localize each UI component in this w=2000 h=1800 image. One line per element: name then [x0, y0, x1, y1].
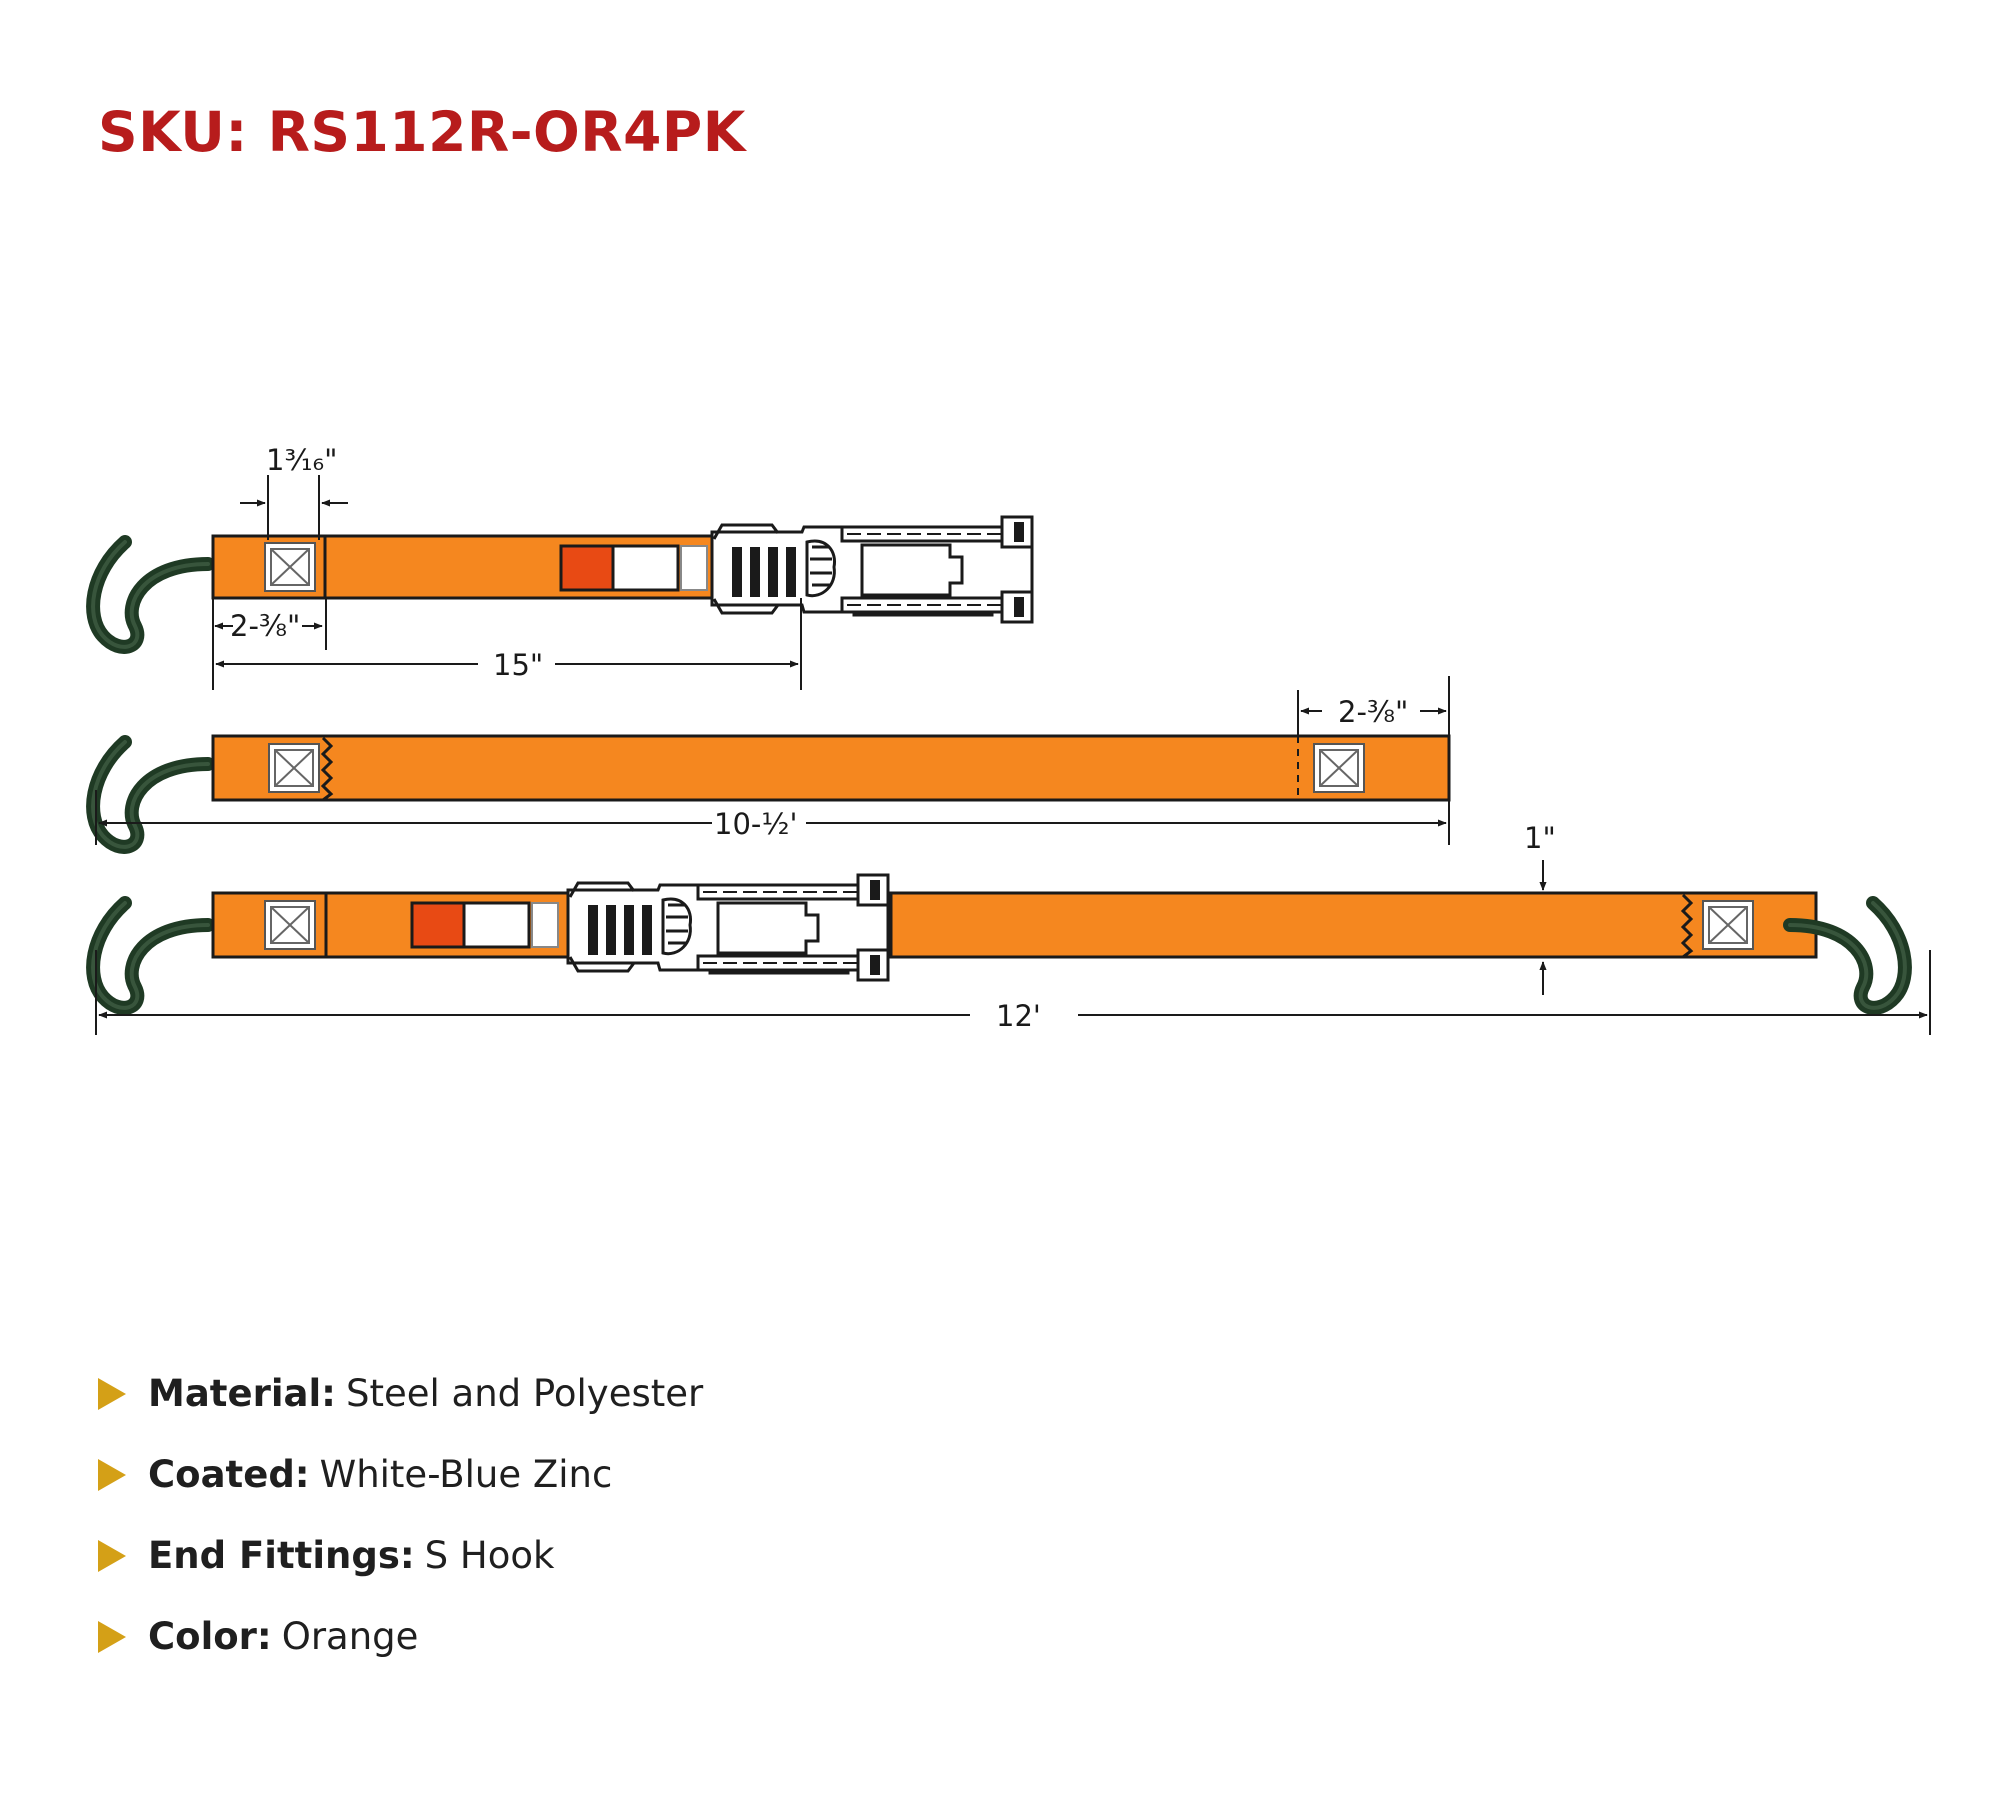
ratchet-buckle-icon	[710, 515, 1034, 624]
full-ratchet-strap: 1" 12'	[93, 821, 1931, 1035]
spec-coated: Coated: White-Blue Zinc	[98, 1434, 703, 1515]
warning-tag	[410, 901, 466, 949]
s-hook-icon	[93, 903, 208, 1008]
spec-label: Material:	[148, 1372, 336, 1415]
triangle-bullet-icon	[98, 1620, 126, 1653]
spec-value: White-Blue Zinc	[319, 1453, 613, 1496]
triangle-bullet-icon	[98, 1377, 126, 1410]
spec-material: Material: Steel and Polyester	[98, 1353, 703, 1434]
s-hook-icon	[93, 542, 208, 647]
sku-title: SKU: RS112R-OR4PK	[98, 100, 746, 164]
end-loop-length-label: 2-⅜"	[1338, 695, 1408, 729]
spec-end-fittings: End Fittings: S Hook	[98, 1515, 703, 1596]
strap-width-label: 1"	[1524, 821, 1556, 855]
spec-value: Steel and Polyester	[345, 1372, 704, 1415]
ratchet-buckle-icon	[566, 873, 890, 982]
stitch-width-label: 1³⁄₁₆"	[266, 443, 338, 477]
s-hook-icon	[93, 742, 208, 847]
triangle-bullet-icon	[98, 1458, 126, 1491]
long-strap-length-label: 10-½'	[714, 807, 797, 841]
warning-tag	[559, 544, 615, 592]
loop-length-label: 2-⅜"	[230, 609, 300, 643]
spec-color: Color: Orange	[98, 1596, 703, 1677]
spec-value: S Hook	[424, 1534, 555, 1577]
spec-label: Color:	[148, 1615, 272, 1658]
spec-value: Orange	[281, 1615, 419, 1658]
short-strap-length-label: 15"	[493, 648, 543, 682]
spec-label: End Fittings:	[148, 1534, 415, 1577]
overall-length-label: 12'	[996, 999, 1041, 1033]
spec-label: Coated:	[148, 1453, 310, 1496]
short-ratchet-strap: 1³⁄₁₆" 2-⅜" 15"	[93, 443, 1034, 690]
long-strap: 2-⅜" 10-½'	[93, 676, 1451, 847]
triangle-bullet-icon	[98, 1539, 126, 1572]
spec-list: Material: Steel and Polyester Coated: Wh…	[98, 1353, 703, 1677]
